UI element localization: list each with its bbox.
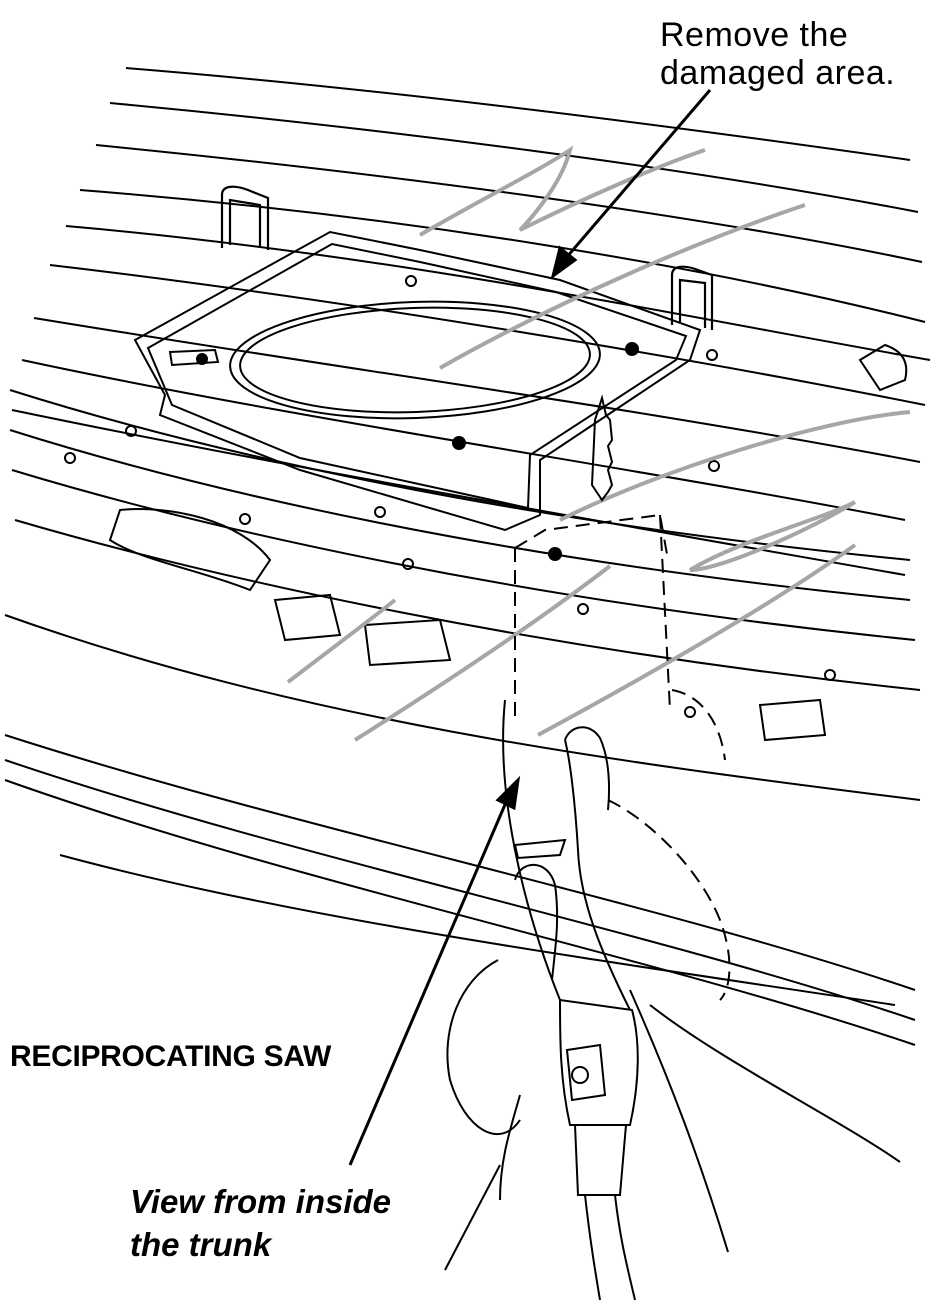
tie-down-hooks bbox=[220, 185, 714, 330]
cut-marks bbox=[286, 145, 911, 742]
fastener-holes bbox=[64, 275, 836, 718]
shelf-panel bbox=[4, 230, 921, 1046]
damaged-area-label-line1: Remove the bbox=[660, 16, 849, 54]
reciprocating-saw-label: RECIPROCATING SAW bbox=[10, 1040, 332, 1073]
damaged-area-label: Remove the damaged area. bbox=[660, 16, 895, 92]
panel-contour-lines bbox=[11, 67, 931, 576]
view-caption: View from inside the trunk bbox=[130, 1181, 391, 1267]
saw-blade bbox=[590, 394, 614, 502]
leader-arrows bbox=[348, 89, 712, 1166]
view-caption-line2: the trunk bbox=[130, 1225, 272, 1263]
damaged-area-label-line2: damaged area. bbox=[660, 54, 896, 93]
view-caption-line1: View from inside bbox=[130, 1183, 392, 1220]
reciprocating-saw bbox=[444, 513, 901, 1301]
